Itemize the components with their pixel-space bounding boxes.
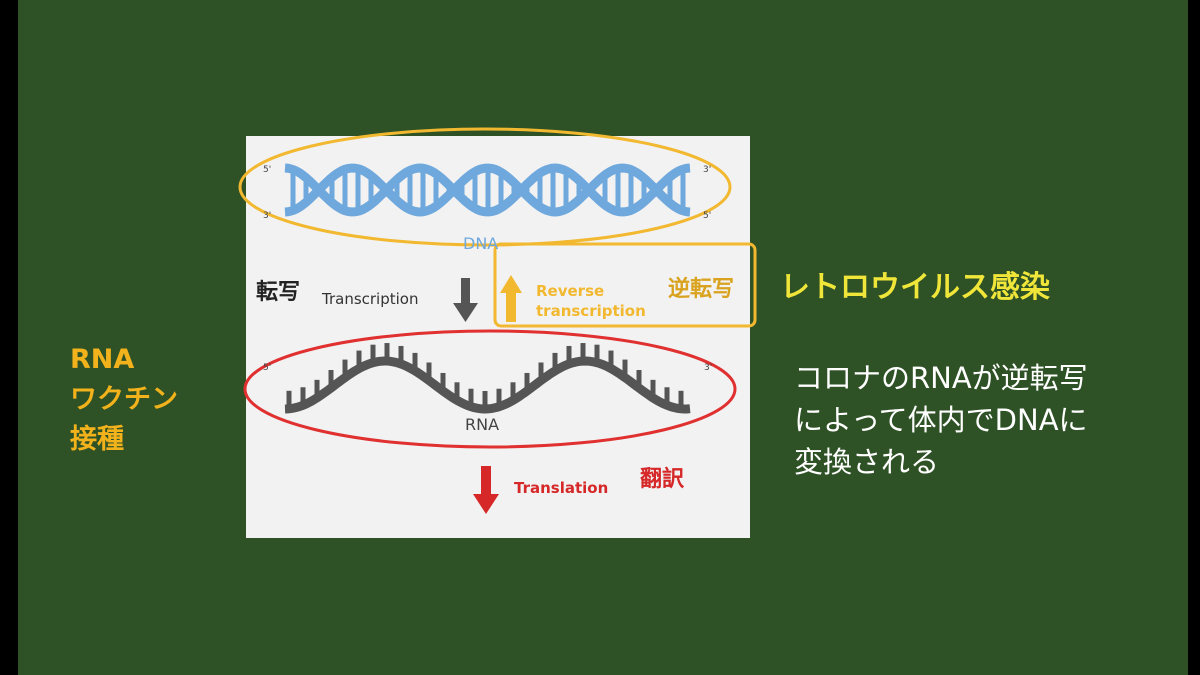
- dna-end-top-right: 3': [703, 165, 711, 175]
- left-label-line: ワクチン: [70, 384, 178, 415]
- reverse-transcription-box: [493, 242, 757, 328]
- transcription-en-label: Transcription: [321, 290, 418, 308]
- rna-end-right: 3': [704, 363, 712, 373]
- reverse-transcription-jp-label: 逆転写: [668, 276, 734, 302]
- rna-vaccine-label: RNA ワクチン 接種: [70, 340, 178, 460]
- left-label-line: RNA: [70, 344, 135, 375]
- left-label-line: 接種: [70, 424, 124, 455]
- translation-en-label: Translation: [514, 479, 608, 497]
- dna-double-helix: [284, 163, 691, 217]
- reverse-transcription-line1: Reverse: [536, 282, 604, 300]
- dna-backbone: [284, 163, 691, 217]
- rna-highlight-ellipse: [243, 329, 737, 449]
- retrovirus-infection-label: レトロウイルス感染: [780, 270, 1050, 305]
- explanation-line: 変換される: [794, 445, 940, 479]
- reverse-transcription-line2: transcription: [536, 302, 646, 320]
- dna-end-bottom-left: 3': [263, 211, 271, 221]
- rna-strand: [284, 343, 691, 414]
- reverse-transcription-arrow: [500, 275, 522, 322]
- rna-label: RNA: [465, 415, 499, 434]
- explanation-line: によって体内でDNAに: [794, 403, 1088, 437]
- dna-end-top-left: 5': [263, 165, 271, 175]
- dna-highlight-ellipse: [238, 127, 732, 247]
- rna-backbone: [284, 356, 691, 414]
- explanation-line: コロナのRNAが逆転写: [794, 361, 1088, 395]
- dna-backbone: [284, 163, 691, 217]
- translation-arrow: [473, 466, 499, 514]
- dna-label: DNA: [463, 234, 498, 253]
- dna-end-bottom-right: 5': [703, 211, 711, 221]
- rna-end-left: 5': [263, 363, 271, 373]
- translation-jp-label: 翻訳: [640, 466, 685, 492]
- transcription-jp-label: 転写: [256, 279, 300, 305]
- explanation-text: コロナのRNAが逆転写 によって体内でDNAに 変換される: [794, 357, 1088, 483]
- transcription-arrow: [453, 278, 478, 322]
